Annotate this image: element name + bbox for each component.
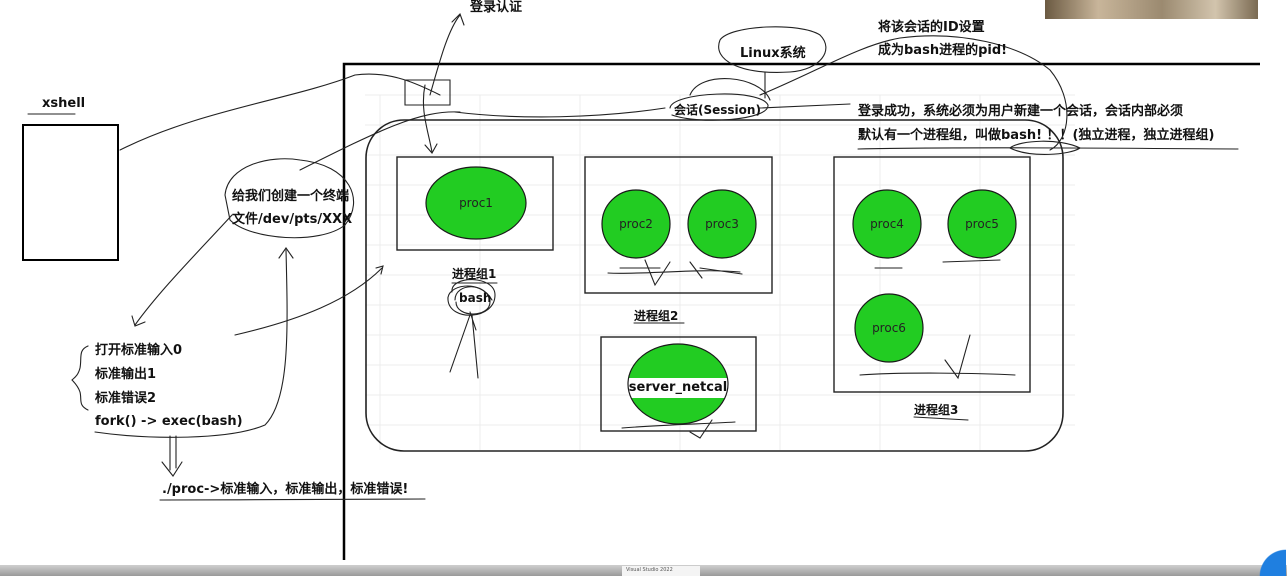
proc5-label: proc5 [965,217,999,231]
proc1-circle [425,166,527,240]
taskbar-corner-icon[interactable] [1256,540,1286,576]
fd-step-stderr: 标准错误2 [95,391,157,406]
server-netcal-shape [627,343,729,425]
process-group-3-label: 进程组3 [914,403,959,417]
process-group-1-label: 进程组1 [452,267,497,281]
proc3-circle [687,189,757,259]
fd-step-stdout: 标准输出1 [95,367,157,382]
taskbar-app-title[interactable]: Visual Studio 2022 [622,566,700,576]
login-auth-label: 登录认证 [470,0,523,15]
handwritten-annotations [27,13,1239,501]
pts-note-line-1: 给我们创建一个终端 [232,189,350,204]
xshell-terminal-box [22,124,119,261]
process-group-3-box [833,156,1031,393]
proc2-circle [601,189,671,259]
proc6-label: proc6 [872,321,906,335]
process-group-1-box [396,156,554,251]
pts-note-line-2: 文件/dev/pts/XXX [232,212,353,227]
proc3-label: proc3 [705,217,739,231]
fd-step-stdin: 打开标准输入0 [95,343,183,358]
session-label: 会话(Session) [674,103,761,117]
process-group-2-box [584,156,773,294]
proc4-label: proc4 [870,217,904,231]
proc4-circle [852,189,922,259]
linux-system-label: Linux系统 [740,46,806,61]
session-id-note-line-2: 成为bash进程的pid! [878,43,1008,58]
xshell-label: xshell [42,96,86,111]
session-id-note-line-1: 将该会话的ID设置 [878,20,985,35]
webcam-overlay [1045,0,1258,19]
linux-system-boundary [342,62,1260,560]
proc6-circle [854,293,924,363]
server-netcal-label: server_netcal [628,380,728,395]
server-process-box [600,336,757,432]
proc2-label: proc2 [619,217,653,231]
taskbar-app-title-text: Visual Studio 2022 [626,567,673,573]
login-success-note-line-1: 登录成功，系统必须为用户新建一个会话，会话内部必须 [858,104,1184,119]
proc-note: ./proc->标准输入，标准输出，标准错误! [162,482,409,497]
proc1-label: proc1 [459,196,493,210]
proc5-circle [947,189,1017,259]
fd-step-fork-exec: fork() -> exec(bash) [95,414,243,429]
login-success-note-line-2: 默认有一个进程组，叫做bash! ！！(独立进程，独立进程组) [858,128,1215,143]
process-group-2-label: 进程组2 [634,309,679,323]
bash-label: bash [459,291,492,305]
